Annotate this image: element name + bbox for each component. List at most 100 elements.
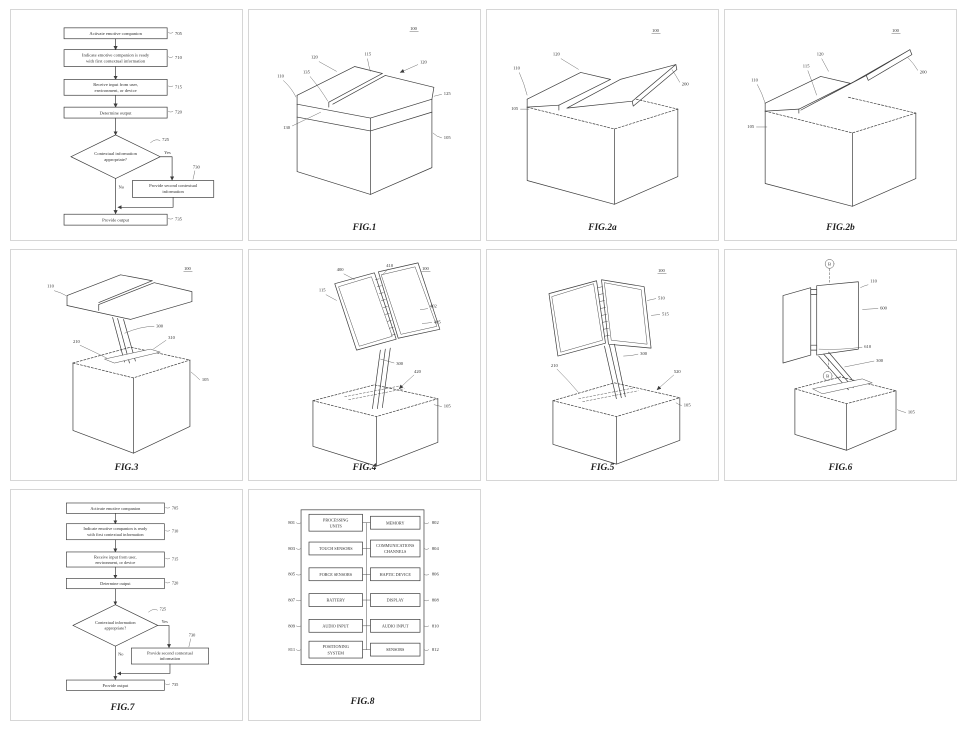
- fig8-block-label: SENSORS: [386, 647, 405, 652]
- fig3-ref: 300: [156, 323, 164, 328]
- fig8-block: [308, 513, 363, 532]
- no-label: No: [119, 184, 125, 189]
- no-label: No: [118, 652, 123, 657]
- fig8-block-label: SYSTEM: [328, 650, 345, 655]
- page-panel-fig6[interactable]: B B 110 600 610 300 105 FIG.6: [724, 249, 957, 481]
- fig8-block-label: CHANNELS: [384, 549, 407, 554]
- fig5-ref: 510: [658, 296, 666, 301]
- fig1-ref: 120: [420, 60, 428, 65]
- fig3-ref: 105: [202, 377, 210, 382]
- flow-step-label: Provide output: [103, 683, 129, 688]
- fig8-refs: 801 803 805 807 809 811 802 804 806 808 …: [288, 520, 439, 652]
- fig2b-ref: 115: [803, 63, 810, 68]
- figure-caption: FIG.6: [828, 463, 853, 473]
- figure-caption: FIG.3: [114, 463, 139, 473]
- flowchart: Activate emotive companion 705 Indicate …: [63, 27, 215, 226]
- flow-box: [66, 679, 165, 691]
- fig2a-labels: 100 120 110 105 200: [511, 28, 689, 111]
- ref-number: 803: [288, 546, 296, 551]
- fig6-ref: 600: [880, 305, 888, 310]
- fig2a-ref: 120: [553, 52, 561, 57]
- fig4-ref-page: 100: [422, 266, 430, 271]
- fig3-ref-page: 100: [184, 266, 192, 271]
- fig4-ref: 105: [444, 404, 452, 409]
- page-panel-fig7[interactable]: Activate emotive companion 705 Indicate …: [10, 489, 243, 721]
- flow-decision-label: Contextual information: [94, 151, 137, 156]
- fig8-diagram: PROCESSING UNITS TOUCH SENSORS FORCE SEN…: [288, 509, 439, 665]
- fig2b-art: [764, 49, 917, 207]
- flow-step-label: Activate emotive companion: [90, 506, 141, 511]
- page-panel-fig1[interactable]: 100 120 115 120 110 135 130 125 105 FIG.…: [248, 9, 481, 241]
- yes-label: Yes: [161, 619, 168, 624]
- fig3-ref: 310: [168, 335, 176, 340]
- flow-step-label: Determine output: [100, 110, 133, 115]
- yes-label: Yes: [164, 150, 171, 155]
- fig2b-drawing: 100 120 115 110 105 200 FIG.2b: [747, 28, 927, 233]
- ref-number: 705: [175, 31, 183, 36]
- fig1-ref: 105: [444, 135, 452, 140]
- flow-box: [63, 213, 168, 226]
- flow-step-label: with first contextual information: [86, 58, 146, 63]
- ref-number: 710: [175, 55, 183, 60]
- fig8-block-label: COMMUNICATIONS: [376, 543, 415, 548]
- fig8-block-label: BATTERY: [327, 598, 345, 603]
- fig5-art: [548, 279, 681, 465]
- fig6-drawing: B B 110 600 610 300 105 FIG.6: [782, 259, 916, 473]
- fig8-block-label: FORCE SENSORS: [319, 572, 352, 577]
- page-panel-fig5[interactable]: 100 510 515 300 520 210 105 FIG.5: [486, 249, 719, 481]
- page-panel-fig8[interactable]: PROCESSING UNITS TOUCH SENSORS FORCE SEN…: [248, 489, 481, 721]
- flow-step-label: Receive input from user,: [94, 554, 137, 560]
- fig2b-ref: 120: [817, 52, 825, 57]
- fig2b-ref: 105: [747, 124, 755, 129]
- figure-caption: FIG.1: [352, 223, 377, 233]
- fig8-block: [308, 619, 363, 633]
- fig2a-ref: 200: [682, 81, 690, 86]
- fig8-block: [370, 515, 421, 530]
- fig8-block: [370, 642, 421, 657]
- fig8-block-label: POSITIONING: [323, 644, 349, 649]
- fig8-block-label: AUDIO INPUT: [382, 623, 409, 628]
- figure-caption: FIG.5: [590, 463, 615, 473]
- fig1-art: [296, 66, 435, 195]
- fig6-ref: 300: [876, 358, 884, 363]
- fig8-block: [370, 539, 421, 558]
- fig5-ref: 520: [674, 369, 682, 374]
- page-panel-flowchart-front[interactable]: Activate emotive companion 705 Indicate …: [10, 9, 243, 241]
- flow-decision-label: Contextual information: [95, 620, 136, 625]
- fig7-drawing: Activate emotive companion 705 Indicate …: [66, 502, 209, 713]
- figure-caption: FIG.7: [110, 703, 136, 713]
- fig8-block: [370, 619, 421, 633]
- fig4-art: [312, 262, 441, 467]
- fig3-art: [66, 274, 193, 454]
- ref-number: 811: [288, 647, 295, 652]
- fig8-block: [370, 593, 421, 607]
- flow-step-label: information: [162, 189, 184, 194]
- fig8-block-label: MEMORY: [386, 520, 404, 525]
- ref-number: 801: [288, 520, 295, 525]
- fig4-ref: 402: [430, 304, 438, 309]
- fig6-axis-label: B: [828, 262, 831, 267]
- fig1-ref-page: 100: [410, 26, 418, 31]
- flow-step-label: Indicate emotive companion is ready: [82, 52, 150, 57]
- fig8-block: [308, 541, 363, 556]
- flow-step-label: Activate emotive companion: [89, 31, 142, 36]
- ref-number: 806: [432, 572, 440, 577]
- page-panel-fig2b[interactable]: 100 120 115 110 105 200 FIG.2b: [724, 9, 957, 241]
- fig5-ref: 105: [684, 403, 692, 408]
- ref-number: 735: [172, 682, 178, 687]
- fig6-ref: 105: [908, 410, 916, 415]
- fig1-ref: 110: [277, 73, 284, 78]
- ref-number: 710: [172, 529, 178, 534]
- page-panel-fig4[interactable]: 100 400 410 115 402 405 300 420 105 FIG.…: [248, 249, 481, 481]
- fig4-ref: 405: [434, 319, 442, 324]
- flow-step-label: Indicate emotive companion is ready: [83, 526, 148, 531]
- ref-number: 705: [172, 506, 178, 511]
- fig1-ref: 130: [283, 125, 291, 130]
- ref-number: 730: [193, 165, 201, 170]
- fig8-block-label: AUDIO INPUT: [322, 623, 349, 628]
- page-panel-fig3[interactable]: 100 110 300 310 210 105 FIG.3: [10, 249, 243, 481]
- fig8-outer-box: [300, 509, 425, 665]
- page-panel-fig2a[interactable]: 100 120 110 105 200 FIG.2a: [486, 9, 719, 241]
- ref-number: 715: [175, 84, 183, 89]
- fig3-labels: 100 110 300 310 210 105: [47, 266, 209, 382]
